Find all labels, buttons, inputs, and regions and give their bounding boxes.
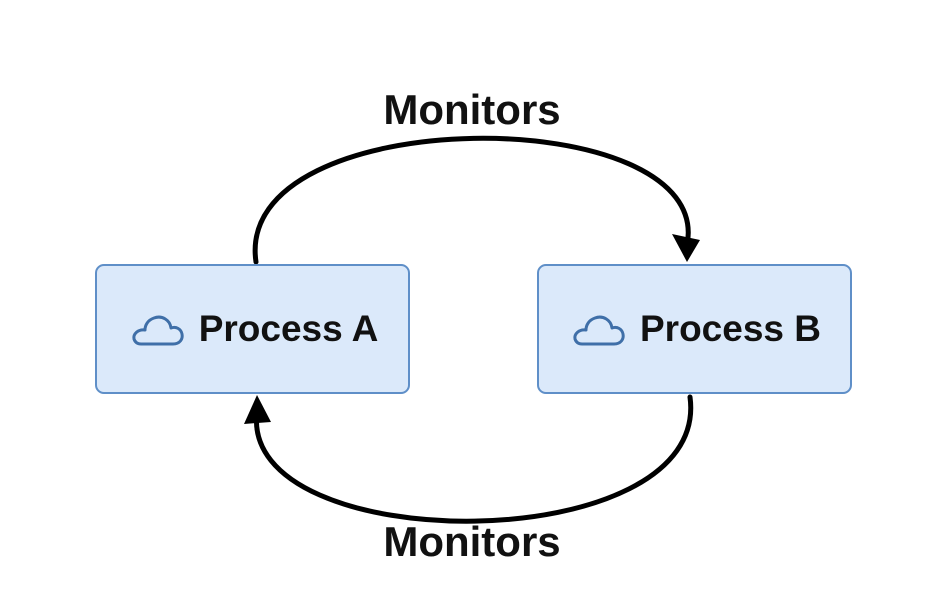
arrowhead-a-to-b [672,234,700,262]
arrow-a-to-b [252,135,691,265]
arrowhead-b-to-a [244,395,271,424]
node-process-a[interactable]: Process A [95,264,410,394]
arrow-b-to-a [254,394,694,524]
edge-label-a-to-b: Monitors [383,86,561,133]
node-process-b[interactable]: Process B [537,264,852,394]
node-label-process-b: Process B [640,308,821,349]
cloud-icon [573,315,625,346]
edge-label-b-to-a: Monitors [383,518,561,565]
cloud-icon [132,315,184,346]
node-label-process-a: Process A [198,308,379,349]
